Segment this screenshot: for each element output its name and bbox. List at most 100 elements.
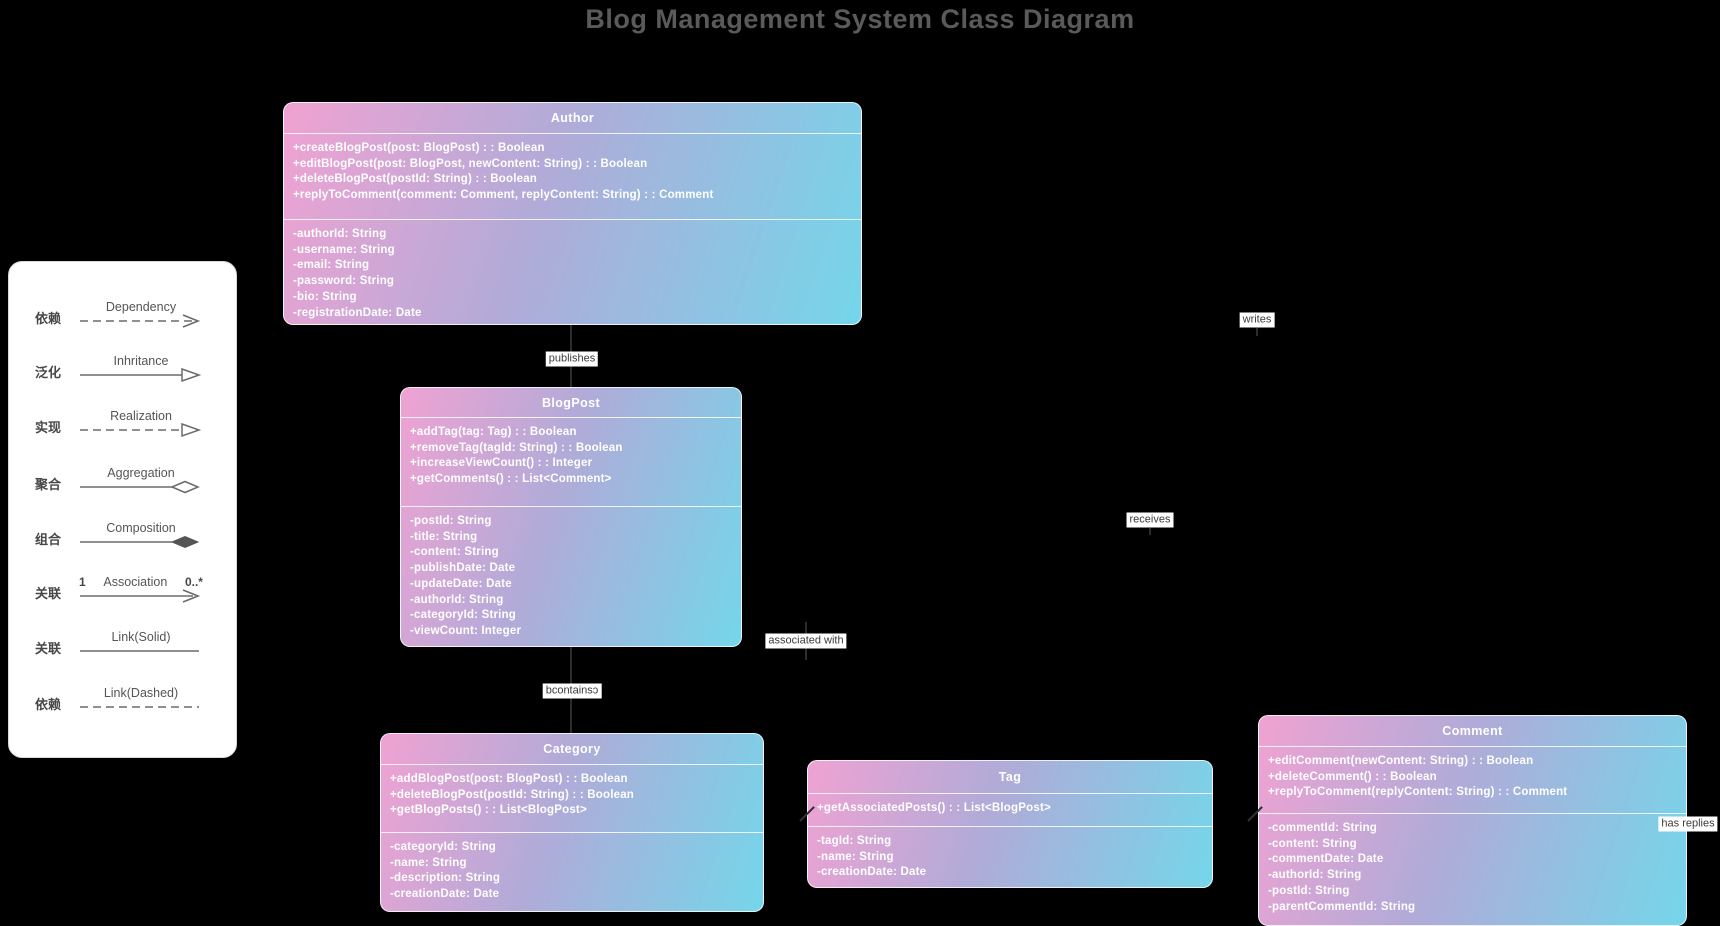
attribute-line: -description: String [390, 872, 501, 885]
class-title: Author [550, 111, 595, 125]
method-line: +getComments() : : List<Comment> [410, 473, 612, 486]
method-line: +replyToComment(replyContent: String) : … [1268, 786, 1568, 799]
legend-line-icon [80, 368, 202, 383]
legend-row: 实现 Realization [9, 394, 236, 438]
method-line: +deleteBlogPost(postId: String) : : Bool… [390, 788, 635, 801]
attributes-compartment: -commentId: String -content: String -comme… [1259, 813, 1686, 925]
methods-compartment: +getAssociatedPosts() : : List<BlogPost> [808, 793, 1212, 826]
legend-cn-label: 关联 [35, 586, 62, 601]
method-line: +addBlogPost(post: BlogPost) : : Boolean [390, 773, 628, 785]
attribute-line: -registrationDate: Date [293, 306, 422, 319]
attribute-line: -categoryId: String [390, 841, 497, 853]
diagram-title: Blog Management System Class Diagram [585, 4, 1135, 34]
edge-label-has-replies[interactable]: has replies [1658, 816, 1718, 832]
attribute-line: -authorId: String [410, 593, 504, 606]
class-title: Comment [1442, 724, 1503, 738]
legend-line-icon [80, 706, 199, 708]
legend-cn-label: 关联 [35, 641, 62, 656]
attributes-compartment: -postId: String -title: String -content: S… [401, 506, 741, 646]
method-line: +createBlogPost(post: BlogPost) : : Bool… [293, 142, 545, 154]
methods-compartment: +editComment(newContent: String) : : Boo… [1259, 746, 1686, 813]
attribute-line: -publishDate: Date [410, 562, 516, 575]
attribute-line: -name: String [390, 856, 467, 869]
legend-panel: 依赖 Dependency 泛化 Inhritance 实现 Realization 聚合 A… [8, 261, 237, 758]
class-tag[interactable]: Tag +getAssociatedPosts() : : List<BlogPo… [807, 760, 1213, 888]
legend-line-icon [80, 423, 202, 438]
attribute-line: -commentId: String [1268, 822, 1378, 834]
methods-compartment: +addTag(tag: Tag) : : Boolean +removeTag(… [401, 417, 741, 506]
methods-compartment: +addBlogPost(post: BlogPost) : : Boolean… [381, 764, 763, 832]
edge-label-associated-with[interactable]: associated with [765, 633, 847, 649]
method-line: +getBlogPosts() : : List<BlogPost> [390, 804, 587, 817]
legend-row: 依赖 Dependency [9, 285, 236, 329]
legend-en-label: Link(Solid) [111, 630, 171, 644]
attribute-line: -tagId: String [817, 835, 892, 847]
attribute-line: -commentDate: Date [1268, 853, 1384, 866]
legend-row: 聚合 Aggregation [9, 451, 236, 495]
legend-en-label: Composition [106, 521, 176, 535]
legend-line-icon [80, 650, 199, 652]
legend-line-icon [80, 589, 201, 603]
attribute-line: -title: String [410, 530, 478, 543]
edge-label-receives[interactable]: receives [1126, 512, 1174, 528]
legend-en-label: Realization [110, 409, 172, 423]
class-title: Category [543, 742, 601, 756]
method-line: +getAssociatedPosts() : : List<BlogPost> [817, 802, 1051, 814]
class-blogpost[interactable]: BlogPost+addTag(tag: Tag) : : Boolean+re… [400, 387, 742, 647]
method-line: +editBlogPost(post: BlogPost, newContent… [293, 157, 648, 170]
legend-row: 依赖 Link(Dashed) [9, 671, 236, 715]
attribute-line: -updateDate: Date [410, 577, 512, 590]
legend-line-icon [80, 480, 200, 494]
legend-cn-label: 组合 [35, 532, 62, 547]
attributes-compartment: -authorId: String -username: String -email… [284, 219, 861, 324]
class-author[interactable]: Author +createBlogPost(post: BlogPost) : … [283, 102, 862, 325]
attribute-line: -password: String [293, 275, 395, 288]
legend-en-label: Aggregation [107, 466, 175, 480]
method-line: +removeTag(tagId: String) : : Boolean [410, 441, 623, 454]
connector-line [1149, 528, 1151, 535]
attribute-line: -content: String [1268, 837, 1357, 850]
legend-cn-label: 实现 [35, 420, 62, 435]
legend-en-label: Association [103, 575, 168, 589]
attribute-line: -username: String [293, 243, 395, 256]
class-comment[interactable]: Comment +editComment(newContent: String) … [1258, 715, 1687, 926]
legend-en-label: Inhritance [113, 354, 169, 368]
attributes-compartment: -categoryId: String -name: String -descrip… [381, 832, 763, 911]
method-line: +editComment(newContent: String) : : Boo… [1268, 755, 1534, 767]
attribute-line: -email: String [293, 259, 370, 272]
connector-line [1256, 328, 1258, 336]
legend-line-icon [80, 314, 201, 328]
legend-multiplicity-left: 1 [79, 575, 86, 589]
legend-cn-label: 依赖 [35, 311, 62, 326]
class-title: Tag [998, 770, 1022, 784]
legend-line-icon [80, 535, 200, 549]
attribute-line: -authorId: String [1268, 869, 1362, 882]
method-line: +addTag(tag: Tag) : : Boolean [410, 426, 577, 438]
legend-cn-label: 聚合 [35, 477, 62, 492]
edge-label-contains[interactable]: bcontainsɔ [542, 683, 602, 699]
method-line: +increaseViewCount() : : Integer [410, 457, 593, 470]
legend-row: 关联 1 Association 0..* [9, 560, 236, 604]
attribute-line: -name: String [817, 850, 894, 863]
legend-en-label: Link(Dashed) [103, 686, 179, 700]
attribute-line: -postId: String [410, 515, 492, 527]
method-line: +deleteComment() : : Boolean [1268, 770, 1437, 783]
attribute-line: -content: String [410, 546, 499, 559]
attribute-line: -authorId: String [293, 228, 387, 240]
edge-label-publishes[interactable]: publishes [545, 351, 599, 367]
attributes-compartment: -tagId: String -name: String -creationDate… [808, 826, 1212, 887]
attribute-line: -postId: String [1268, 884, 1350, 897]
edge-label-writes[interactable]: writes [1239, 312, 1275, 328]
attribute-line: -parentCommentId: String [1268, 900, 1416, 913]
attribute-line: -creationDate: Date [817, 866, 927, 879]
class-category[interactable]: Category +addBlogPost(post: BlogPost) : :… [380, 733, 764, 912]
legend-en-label: Dependency [105, 300, 177, 314]
legend-multiplicity-right: 0..* [184, 575, 203, 589]
attribute-line: -bio: String [293, 290, 357, 303]
attribute-line: -creationDate: Date [390, 888, 500, 901]
legend-cn-label: 泛化 [35, 365, 62, 380]
attribute-line: -categoryId: String [410, 609, 517, 622]
legend-row: 泛化 Inhritance [9, 339, 236, 383]
legend-cn-label: 依赖 [35, 697, 62, 712]
